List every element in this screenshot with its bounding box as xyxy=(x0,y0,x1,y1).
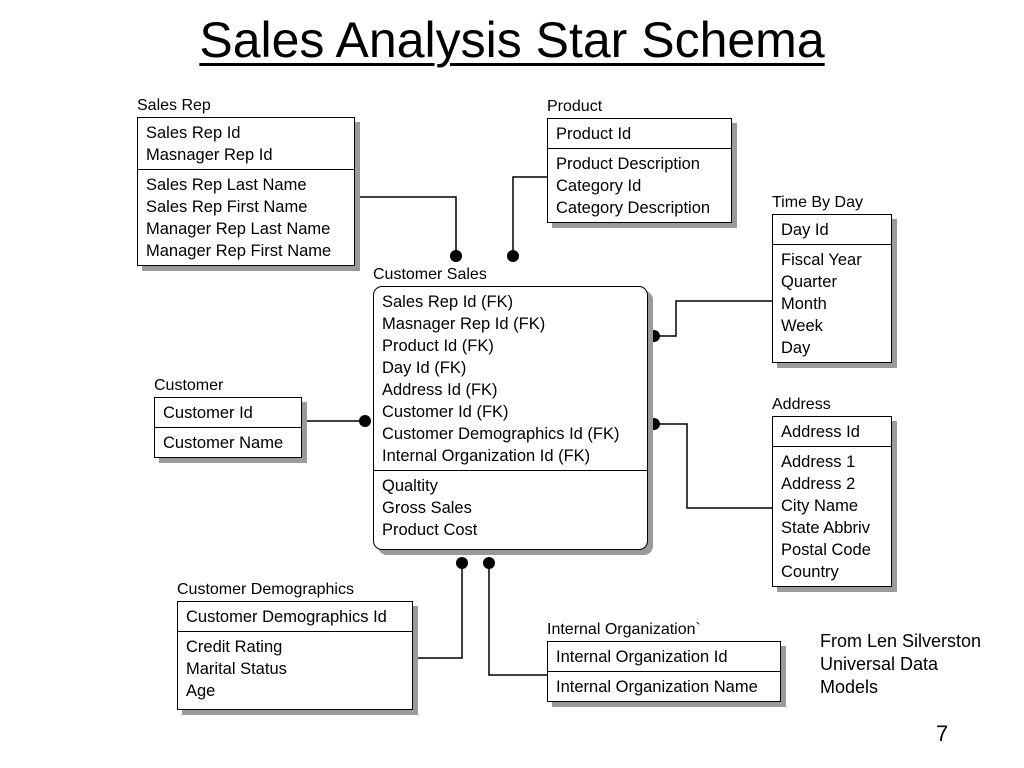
attribute-field: Qualtity xyxy=(382,477,438,495)
rel-dot-customer-demographics xyxy=(456,557,468,569)
attribute-field: Manager Rep First Name xyxy=(146,242,332,260)
credit-line: Models xyxy=(820,677,879,697)
attribute-field: Sales Rep First Name xyxy=(146,198,308,216)
key-field: Sales Rep Id (FK) xyxy=(382,293,514,311)
attribute-field: Address 1 xyxy=(781,453,856,471)
source-credit: From Len Silverston Universal Data Model… xyxy=(820,630,981,699)
attribute-field: City Name xyxy=(781,497,859,515)
attribute-section: Qualtity Gross Sales Product Cost xyxy=(374,470,647,549)
key-field: Sales Rep Id xyxy=(146,124,241,142)
entity-name: Customer Demographics xyxy=(177,581,354,598)
attribute-field: Sales Rep Last Name xyxy=(146,176,307,194)
key-field: Customer Id (FK) xyxy=(382,403,509,421)
attribute-section: Product Description Category Id Category… xyxy=(548,148,731,222)
key-section: Product Id xyxy=(548,119,731,148)
attribute-field: Fiscal Year xyxy=(781,251,862,269)
attribute-field: Category Id xyxy=(556,177,642,195)
key-field: Day Id xyxy=(781,221,829,239)
entity-box: Sales Rep Id Masnager Rep Id Sales Rep L… xyxy=(137,117,355,266)
key-section: Sales Rep Id Masnager Rep Id xyxy=(138,118,354,169)
key-field: Address Id xyxy=(781,423,860,441)
attribute-field: Age xyxy=(186,682,216,700)
key-section: Sales Rep Id (FK) Masnager Rep Id (FK) P… xyxy=(374,287,647,470)
key-section: Customer Id xyxy=(155,398,301,427)
key-field: Masnager Rep Id (FK) xyxy=(382,315,546,333)
attribute-field: Quarter xyxy=(781,273,837,291)
attribute-field: Category Description xyxy=(556,199,711,217)
key-section: Address Id xyxy=(773,417,891,446)
key-field: Day Id (FK) xyxy=(382,359,467,377)
rel-dot-address xyxy=(648,418,660,430)
attribute-field: Internal Organization Name xyxy=(556,678,758,696)
slide-number: 7 xyxy=(936,721,949,746)
entity-name: Customer xyxy=(154,377,224,394)
attribute-field: Customer Name xyxy=(163,434,284,452)
rel-dot-customer xyxy=(359,415,371,427)
attribute-field: Product Cost xyxy=(382,521,478,539)
attribute-field: Credit Rating xyxy=(186,638,283,656)
rel-line-customer-demographics xyxy=(411,566,463,659)
rel-dot-time-by-day xyxy=(648,330,660,342)
slide-title: Sales Analysis Star Schema xyxy=(199,12,825,68)
key-field: Customer Demographics Id (FK) xyxy=(382,425,620,443)
attribute-field: Address 2 xyxy=(781,475,856,493)
key-field: Customer Demographics Id xyxy=(186,608,387,626)
attribute-section: Sales Rep Last Name Sales Rep First Name… xyxy=(138,169,354,265)
attribute-section: Credit Rating Marital Status Age xyxy=(178,631,412,709)
entity-name: Time By Day xyxy=(772,194,863,211)
rel-line-time-by-day xyxy=(656,300,773,337)
attribute-field: Product Description xyxy=(556,155,700,173)
key-field: Internal Organization Id (FK) xyxy=(382,447,591,465)
rel-line-product xyxy=(512,176,547,253)
key-field: Customer Id xyxy=(163,404,253,422)
rel-dot-sales-rep xyxy=(450,250,462,262)
attribute-field: Gross Sales xyxy=(382,499,472,517)
entity-name: Internal Organization` xyxy=(547,621,701,638)
entity-box: Customer Id Customer Name xyxy=(154,397,302,458)
attribute-field: Marital Status xyxy=(186,660,287,678)
rel-dot-product xyxy=(507,250,519,262)
key-section: Day Id xyxy=(773,215,891,244)
credit-line: Universal Data xyxy=(820,654,939,674)
key-section: Internal Organization Id xyxy=(548,642,780,671)
entity-box: Customer Demographics Id Credit Rating M… xyxy=(177,601,413,710)
entity-box: Internal Organization Id Internal Organi… xyxy=(547,641,781,702)
attribute-field: Postal Code xyxy=(781,541,871,559)
attribute-field: State Abbriv xyxy=(781,519,870,537)
rel-line-sales-rep xyxy=(353,196,457,253)
entity-name: Address xyxy=(772,396,831,413)
entity-name: Product xyxy=(547,98,603,115)
key-field: Product Id xyxy=(556,125,632,143)
key-section: Customer Demographics Id xyxy=(178,602,412,631)
entity-box: Address Id Address 1 Address 2 City Name… xyxy=(772,416,892,587)
key-field: Product Id (FK) xyxy=(382,337,494,355)
attribute-section: Address 1 Address 2 City Name State Abbr… xyxy=(773,446,891,586)
attribute-field: Week xyxy=(781,317,823,335)
credit-line: From Len Silverston xyxy=(820,631,982,651)
entity-name: Sales Rep xyxy=(137,97,211,114)
entity-name: Customer Sales xyxy=(373,266,487,283)
rel-dot-internal-organization xyxy=(483,557,495,569)
attribute-field: Country xyxy=(781,563,839,581)
attribute-section: Fiscal Year Quarter Month Week Day xyxy=(773,244,891,362)
attribute-section: Internal Organization Name xyxy=(548,671,780,701)
key-field: Internal Organization Id xyxy=(556,648,728,666)
entity-box: Sales Rep Id (FK) Masnager Rep Id (FK) P… xyxy=(373,286,648,550)
attribute-field: Day xyxy=(781,339,811,357)
attribute-section: Customer Name xyxy=(155,427,301,457)
entity-box: Day Id Fiscal Year Quarter Month Week Da… xyxy=(772,214,892,363)
rel-line-address xyxy=(656,423,773,509)
entity-box: Product Id Product Description Category … xyxy=(547,118,732,223)
rel-line-internal-organization xyxy=(488,566,547,676)
attribute-field: Manager Rep Last Name xyxy=(146,220,331,238)
key-field: Address Id (FK) xyxy=(382,381,498,399)
attribute-field: Month xyxy=(781,295,827,313)
key-field: Masnager Rep Id xyxy=(146,146,273,164)
